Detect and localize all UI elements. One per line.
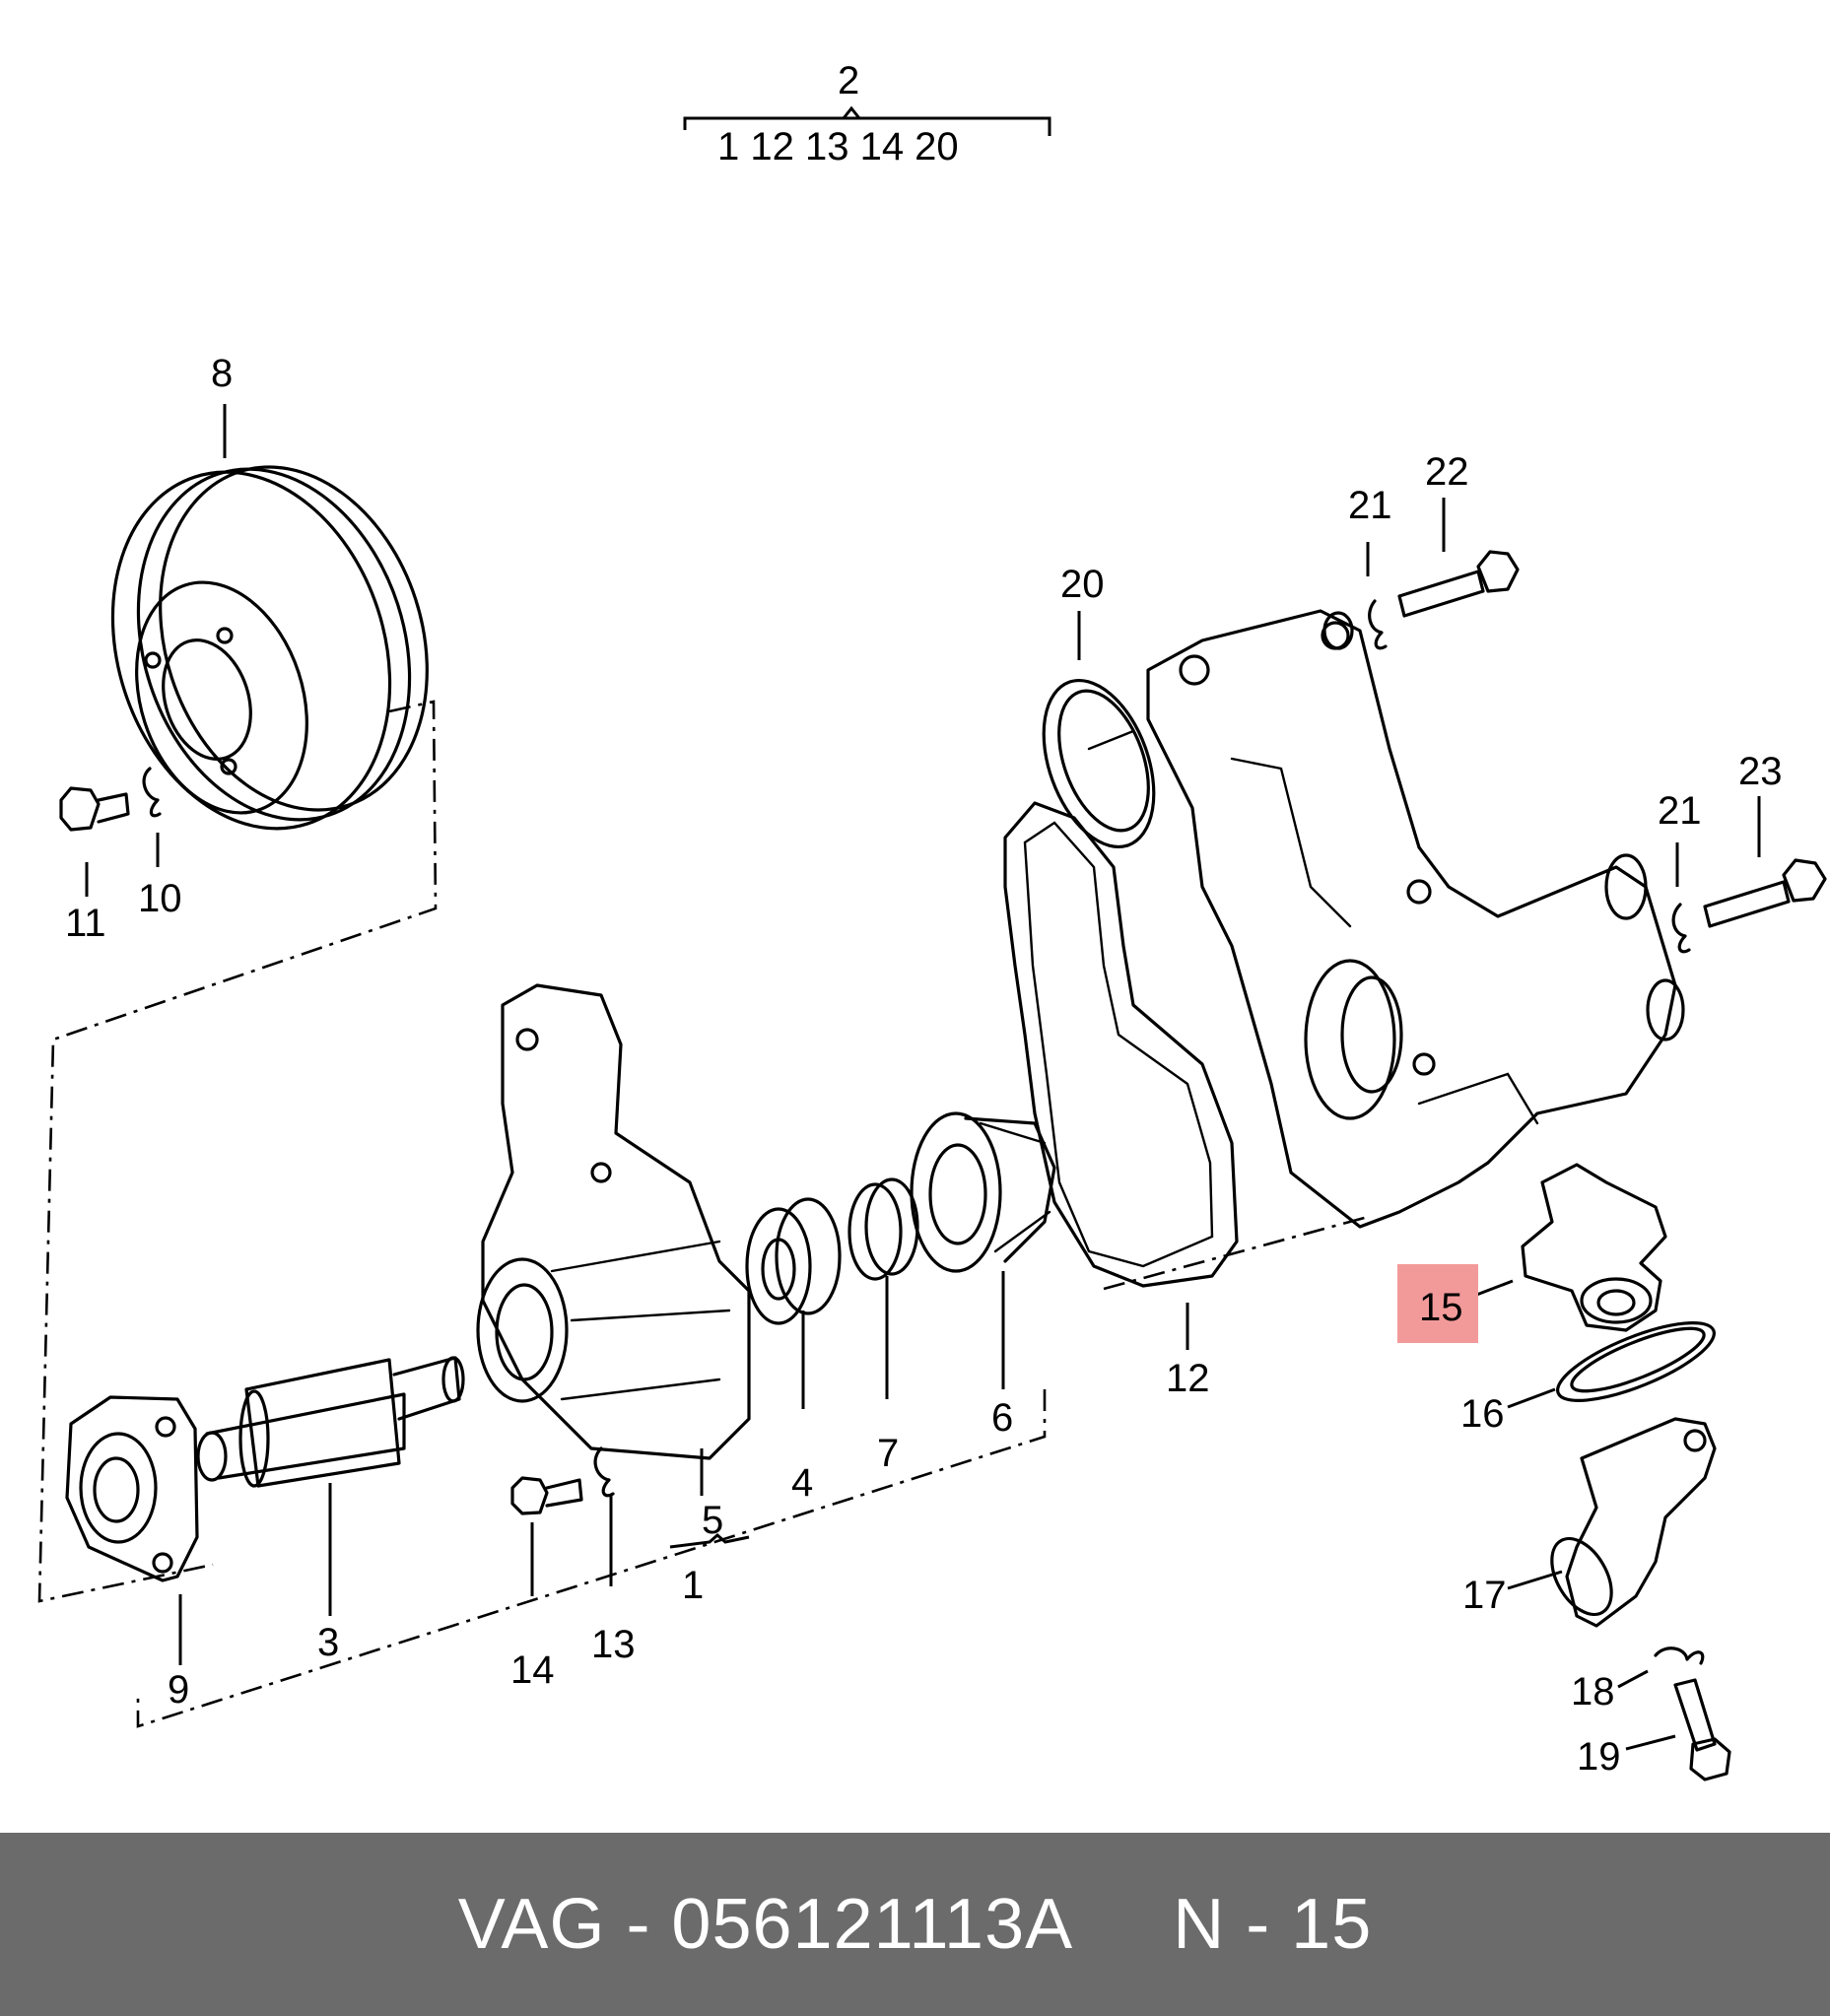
callout-7: 7 [877, 1432, 899, 1475]
callout-10: 10 [138, 877, 182, 920]
bolt-23 [1703, 858, 1827, 928]
bolt-11 [59, 786, 130, 832]
impeller-6 [910, 1111, 1056, 1273]
gasket-20 [1042, 678, 1156, 849]
group-bracket [683, 105, 1051, 136]
assembly-outline-pump [136, 1215, 1369, 1728]
gasket-12 [1003, 801, 1239, 1288]
washer-21a [1322, 599, 1388, 650]
callout-15: 15 [1419, 1286, 1463, 1329]
callout-16: 16 [1460, 1392, 1505, 1436]
washer-10 [142, 767, 162, 818]
group-members: 1 12 13 14 20 [717, 125, 959, 168]
pump-housing-5 [476, 983, 751, 1460]
part-number-text: VAG - 056121113A N - 15 [457, 1885, 1373, 1964]
callout-17: 17 [1462, 1574, 1507, 1617]
flange-9 [65, 1395, 199, 1582]
washer-18 [1654, 1646, 1705, 1665]
bolt-19 [1673, 1678, 1731, 1781]
callout-labels: 8 11 10 9 3 14 13 1 5 4 7 6 12 20 21 22 … [65, 352, 1783, 1779]
callout-13: 13 [591, 1623, 636, 1666]
pulley [110, 465, 429, 831]
seal-ring-16 [1556, 1321, 1716, 1402]
callout-1: 1 [682, 1564, 704, 1607]
callout-9: 9 [168, 1668, 189, 1712]
washer-13 [593, 1446, 615, 1498]
ring-7 [847, 1177, 919, 1281]
connection-17 [1550, 1417, 1717, 1628]
thermostat-15 [1521, 1163, 1667, 1332]
callout-6: 6 [991, 1396, 1013, 1440]
callout-14: 14 [510, 1648, 555, 1692]
callout-8: 8 [211, 352, 233, 395]
bolt-14 [510, 1476, 583, 1515]
assembly-outline-pulley [37, 700, 438, 1603]
callout-21b: 21 [1658, 789, 1702, 833]
callout-18: 18 [1571, 1670, 1615, 1714]
exploded-parts-diagram: 2 1 12 13 14 20 [37, 59, 1827, 1781]
callout-11: 11 [65, 902, 106, 945]
shaft-bearing-3 [196, 1356, 465, 1488]
highlight-box [1397, 1264, 1478, 1343]
callout-20: 20 [1060, 563, 1105, 606]
callout-19: 19 [1577, 1735, 1621, 1779]
pump-body [1146, 609, 1685, 1229]
group-label: 2 [838, 59, 859, 102]
callout-23: 23 [1738, 750, 1783, 793]
part-number-footer: VAG - 056121113A N - 15 [0, 1833, 1830, 2016]
callout-22: 22 [1425, 450, 1469, 494]
washer-21b [1671, 903, 1691, 954]
bolt-22 [1397, 550, 1520, 618]
seal-4 [745, 1197, 842, 1325]
callout-21a: 21 [1348, 484, 1392, 527]
callout-4: 4 [791, 1461, 813, 1505]
callout-5: 5 [702, 1499, 723, 1542]
callout-12: 12 [1166, 1357, 1210, 1400]
leader-lines [85, 404, 1761, 1751]
callout-3: 3 [317, 1621, 339, 1664]
